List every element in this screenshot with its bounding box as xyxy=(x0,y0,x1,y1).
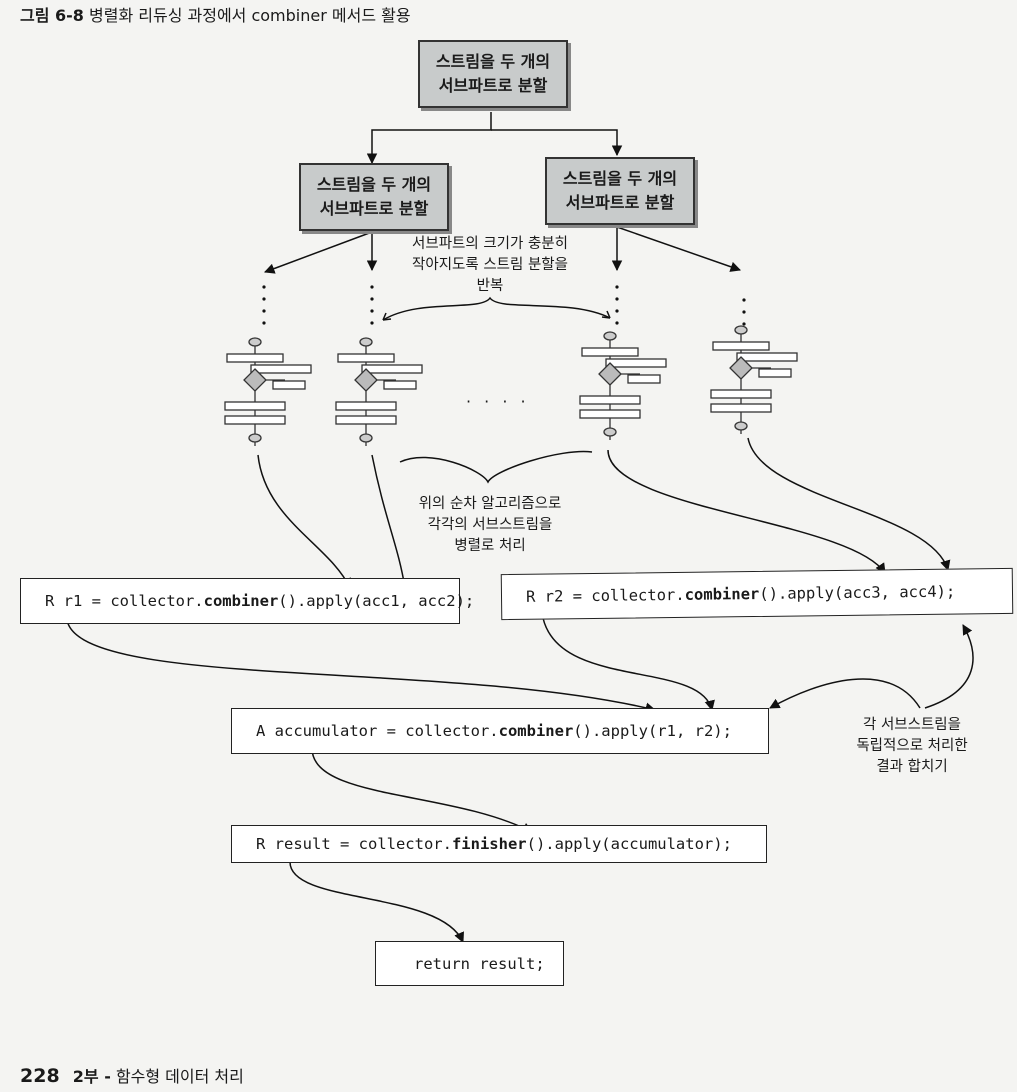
ellipsis-dot xyxy=(262,285,266,289)
code-box-return: return result; xyxy=(375,941,564,986)
split-arrow-right-b xyxy=(616,226,741,272)
merge-arrow-left xyxy=(769,678,921,709)
code-r2-method: combiner xyxy=(684,584,760,604)
page-number: 228 xyxy=(20,1065,60,1087)
code-acc-method: combiner xyxy=(498,722,574,740)
part-label: 2부 - xyxy=(72,1067,111,1086)
figure-caption: 그림 6-8 병렬화 리듀싱 과정에서 combiner 메서드 활용 xyxy=(20,2,411,26)
curve-fc3 xyxy=(607,449,886,574)
curve-fc4 xyxy=(747,437,951,572)
curve-fc1 xyxy=(257,454,351,589)
merge-note: 각 서브스트림을 독립적으로 처리한 결과 합치기 xyxy=(856,717,968,775)
split-arrow-left-a xyxy=(264,231,373,274)
repeat-brace xyxy=(382,296,611,321)
figure-number: 그림 6-8 xyxy=(20,6,84,25)
repeat-note: 서브파트의 크기가 충분히 작아지도록 스트림 분할을 반복 xyxy=(412,236,568,294)
code-box-result: R result = collector.finisher().apply(ac… xyxy=(231,825,767,863)
ellipsis-dot xyxy=(615,309,619,313)
flowchart-b xyxy=(335,337,423,446)
code-result-method: finisher xyxy=(451,835,527,853)
page-footer: 228 2부 - 함수형 데이터 처리 xyxy=(20,1063,244,1087)
code-r2-post: ().apply(acc3, acc4); xyxy=(759,582,956,603)
flowchart-d xyxy=(710,325,798,434)
figure-title: 병렬화 리듀싱 과정에서 combiner 메서드 활용 xyxy=(89,6,411,25)
code-r1-method: combiner xyxy=(203,592,279,610)
sequential-brace xyxy=(399,450,593,484)
ellipsis-dot xyxy=(615,321,619,325)
code-result-pre: R result = collector. xyxy=(256,835,452,853)
code-acc-post: ().apply(r1, r2); xyxy=(573,722,732,740)
ellipsis-dot xyxy=(262,321,266,325)
ellipsis-dot xyxy=(615,297,619,301)
part-title: 함수형 데이터 처리 xyxy=(115,1067,244,1086)
split-box-top: 스트림을 두 개의 서브파트로 분할 xyxy=(418,40,568,108)
ellipsis-dot xyxy=(370,321,374,325)
code-box-r2: R r2 = collector.combiner().apply(acc3, … xyxy=(500,567,1014,621)
ellipsis-dot xyxy=(742,310,746,314)
ellipsis-dot xyxy=(742,298,746,302)
split-box-right: 스트림을 두 개의 서브파트로 분할 xyxy=(545,157,695,225)
flowcharts xyxy=(224,325,798,446)
ellipsis-dot xyxy=(262,297,266,301)
ellipsis-dot xyxy=(262,309,266,313)
code-box-r1: R r1 = collector.combiner().apply(acc1, … xyxy=(20,578,474,624)
ellipsis-dot xyxy=(370,285,374,289)
curve-fc2 xyxy=(371,454,409,590)
ellipsis-dot xyxy=(370,309,374,313)
code-return-text: return result; xyxy=(414,954,545,973)
ellipsis: · · · · xyxy=(466,392,530,411)
code-r1-post: ().apply(acc1, acc2); xyxy=(278,592,475,610)
sequential-note: 위의 순차 알고리즘으로 각각의 서브스트림을 병렬로 처리 xyxy=(418,496,562,554)
code-r1-pre: R r1 = collector. xyxy=(45,592,204,610)
code-acc-pre: A accumulator = collector. xyxy=(256,722,499,740)
split-line-top xyxy=(366,112,492,165)
code-box-accumulator: A accumulator = collector.combiner().app… xyxy=(231,708,769,754)
merge-arrow-up xyxy=(924,624,974,709)
curve-r1 xyxy=(66,619,657,713)
ellipsis-dot xyxy=(370,297,374,301)
curve-result xyxy=(289,861,464,943)
flowchart-c xyxy=(579,331,667,440)
ellipsis-dot xyxy=(615,285,619,289)
curve-r2 xyxy=(542,617,715,712)
dotted-columns xyxy=(262,285,746,326)
split-line-top-right xyxy=(491,129,623,157)
flowchart-a xyxy=(224,337,312,446)
curve-acc xyxy=(311,747,533,833)
ellipsis-dot xyxy=(742,322,746,326)
split-box-left: 스트림을 두 개의 서브파트로 분할 xyxy=(299,163,449,231)
code-r2-pre: R r2 = collector. xyxy=(525,585,685,606)
code-result-post: ().apply(accumulator); xyxy=(526,835,732,853)
